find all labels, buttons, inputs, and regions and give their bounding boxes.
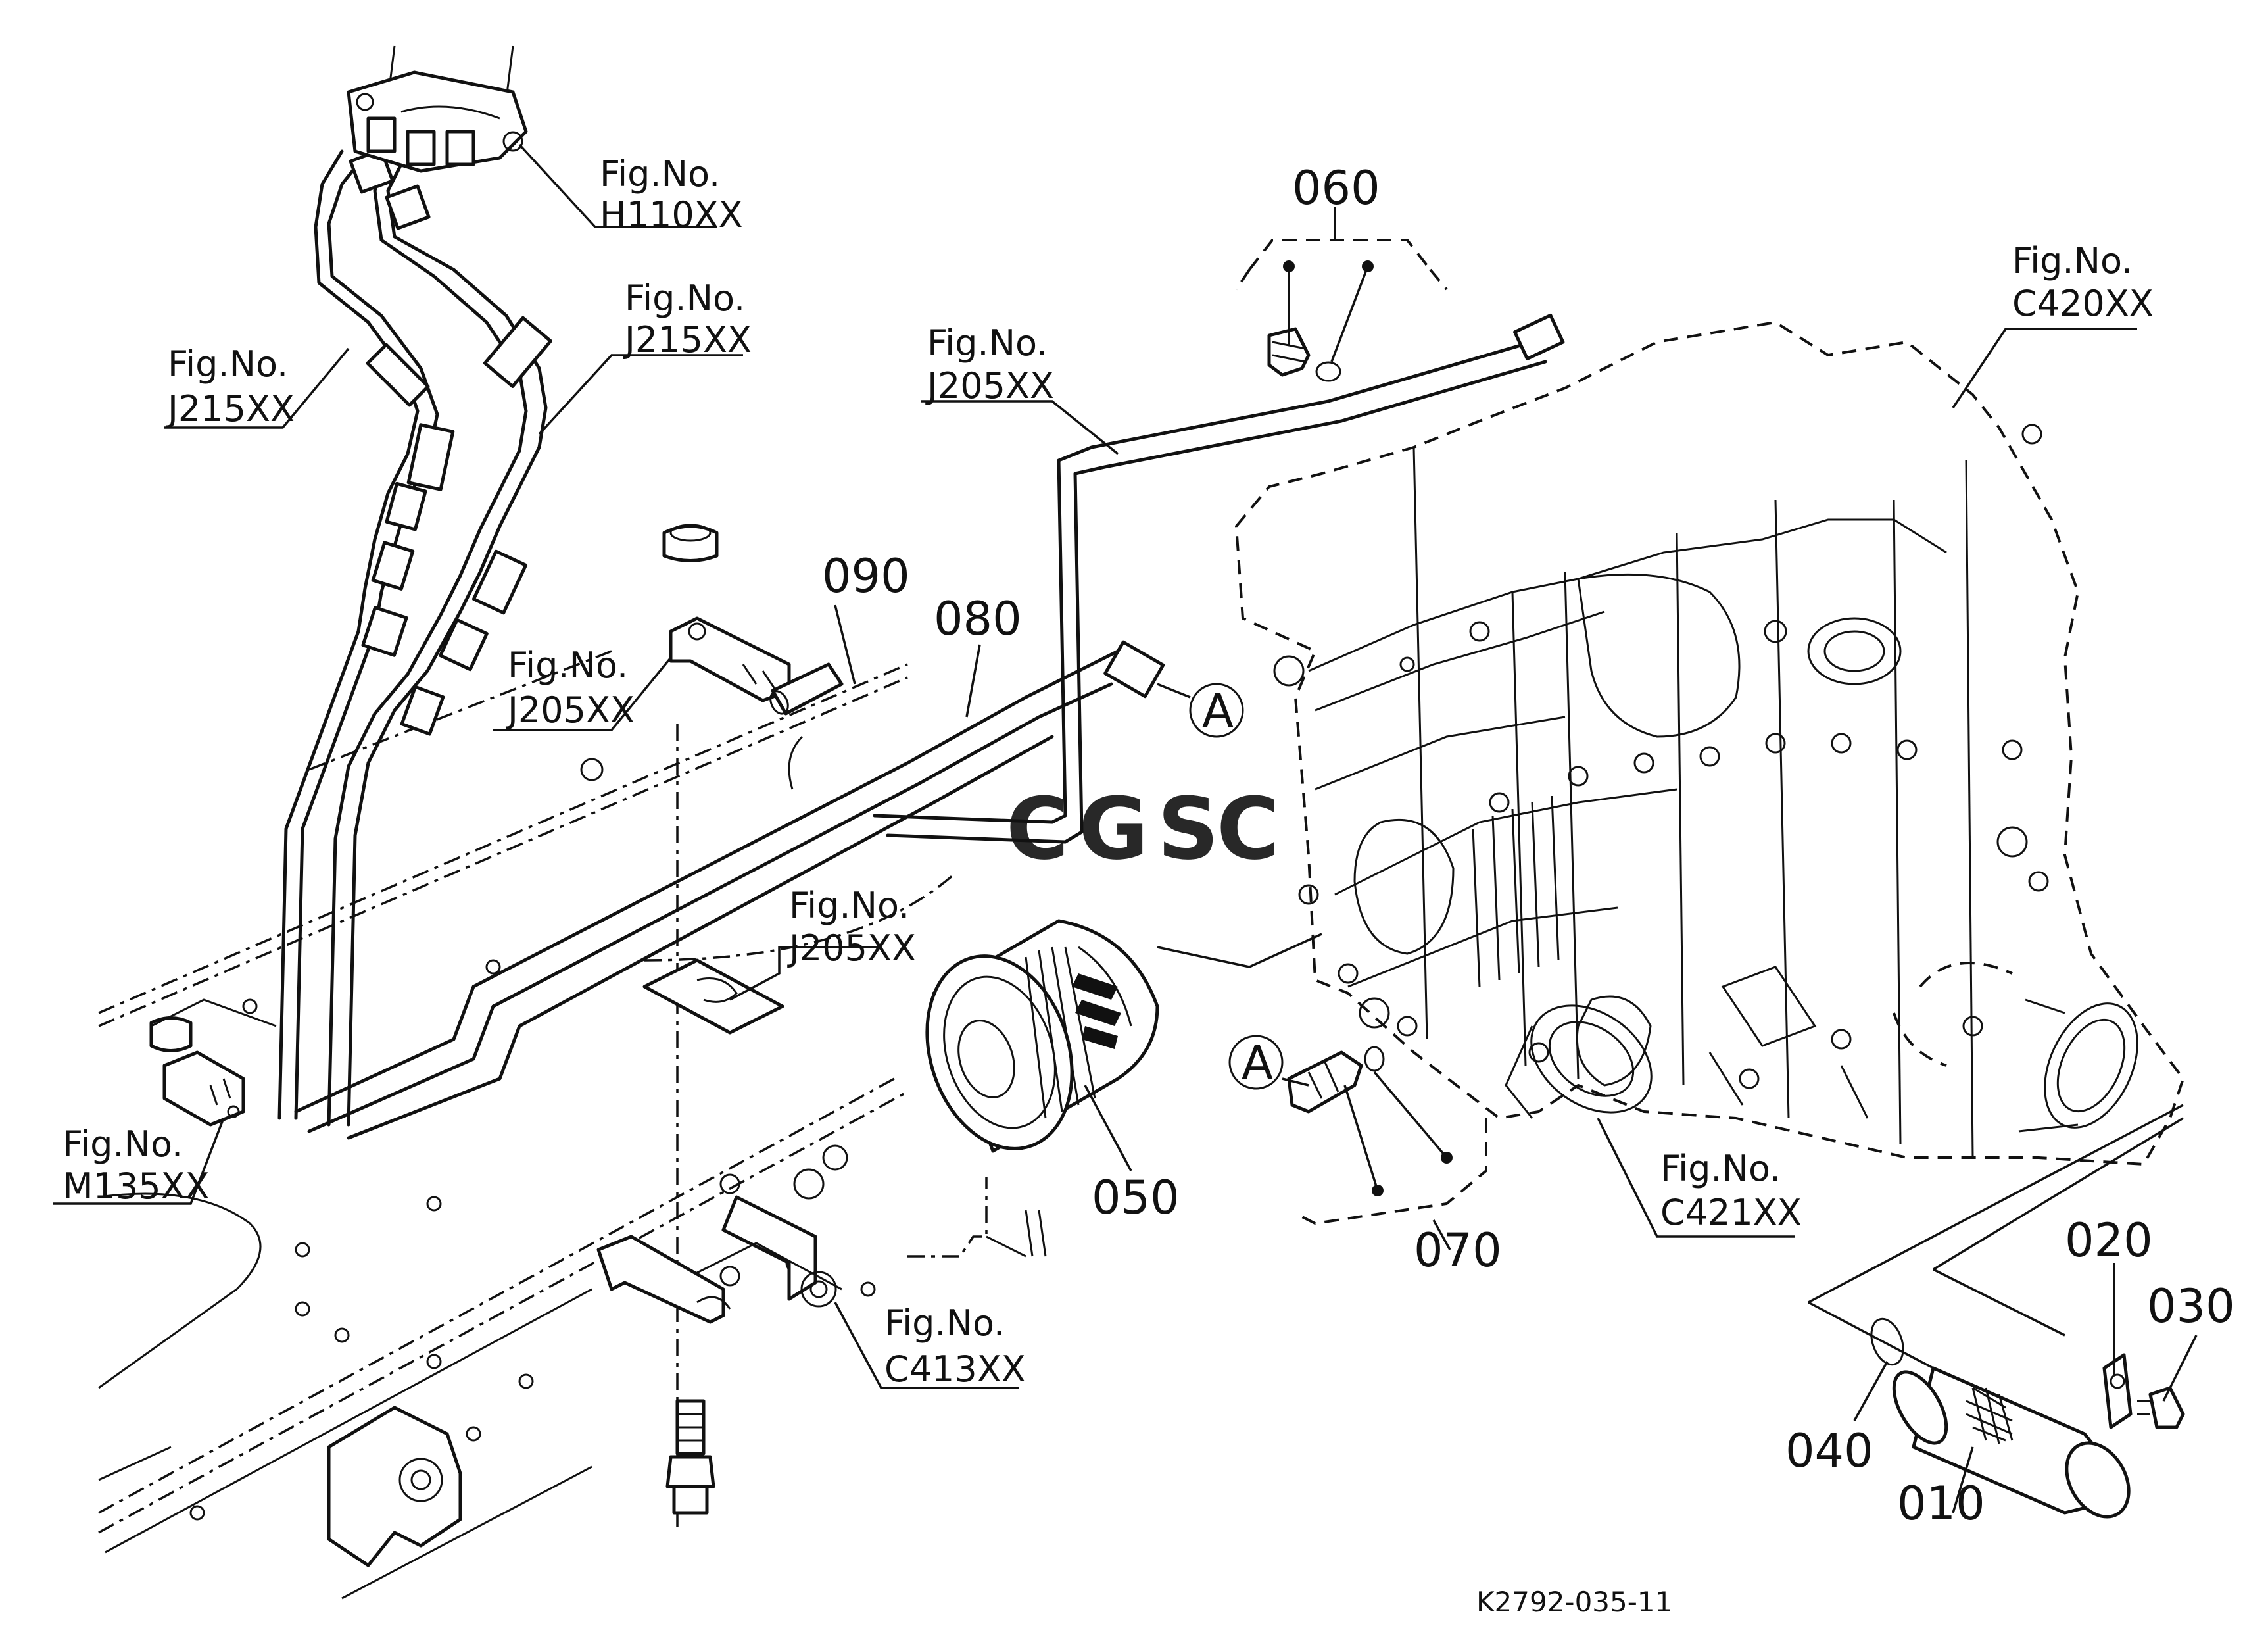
connection-mark-lower-circle: [1228, 1035, 1284, 1090]
plug-060: [1267, 327, 1341, 382]
fig-ref-j205-top-prefix: Fig.No.: [927, 322, 1048, 364]
fig-ref-h110-prefix: Fig.No.: [600, 153, 720, 195]
watermark-letter-2: G: [1078, 779, 1149, 879]
hydraulic-hoses: [277, 148, 552, 1127]
oil-pipe-080: [294, 640, 1165, 1140]
fig-ref-c413-code: C413XX: [884, 1348, 1026, 1390]
fig-ref-j205-top-code: J205XX: [925, 365, 1054, 406]
part-020: 020: [2065, 1214, 2153, 1267]
fig-ref-c421-code: C421XX: [1660, 1192, 1802, 1233]
fig-ref-j205-plate-code: J205XX: [787, 927, 916, 969]
fig-ref-j205-plate-prefix: Fig.No.: [789, 885, 909, 926]
oil-filter-050: [925, 919, 1159, 1153]
connection-marks: A A: [1189, 683, 1284, 1090]
leader-lines: [53, 143, 2198, 1513]
drawing-code: K2792-035-11: [1476, 1586, 1672, 1618]
part-050: 050: [1092, 1171, 1180, 1225]
suction-filter-010: [1892, 1366, 2131, 1519]
explode-boundaries: [1157, 933, 2184, 1369]
watermark-letter-4: C: [1217, 779, 1279, 879]
figure-reference-labels: Fig.No. H110XX Fig.No. J215XX Fig.No. J2…: [62, 153, 2154, 1390]
part-070: 070: [1414, 1223, 1502, 1277]
hydraulic-pump-top: [347, 45, 528, 173]
fig-ref-j215-left-prefix: Fig.No.: [168, 343, 288, 385]
part-090: 090: [822, 549, 910, 603]
part-number-labels: 010 020 030 040 050 060 070 080 090: [822, 161, 2235, 1531]
fig-ref-c420-code: C420XX: [2012, 283, 2154, 324]
part-010: 010: [1897, 1477, 1985, 1531]
plate-020: [2102, 1353, 2133, 1429]
connection-mark-upper-circle: [1189, 683, 1244, 738]
pipe-bracket: [662, 524, 791, 702]
fig-ref-j215-left-code: J215XX: [166, 388, 295, 430]
frame-mount-block: [327, 1406, 462, 1567]
fig-ref-m135-code: M135XX: [62, 1166, 210, 1207]
fig-ref-h110-code: H110XX: [600, 194, 743, 235]
fig-ref-j215-right-code: J215XX: [623, 319, 752, 360]
bottom-bolt: [665, 1399, 715, 1515]
connection-mark-lower: A: [1242, 1036, 1273, 1090]
part-060: 060: [1292, 161, 1380, 215]
part-080: 080: [934, 592, 1022, 646]
o-ring-040: [1870, 1317, 1904, 1366]
part-040: 040: [1785, 1424, 1873, 1478]
watermark: C G S C: [1006, 779, 1279, 879]
fig-ref-j205-bracket-prefix: Fig.No.: [508, 645, 628, 686]
watermark-letter-1: C: [1006, 779, 1069, 879]
spacer-090: [769, 662, 844, 790]
fig-ref-c421-prefix: Fig.No.: [1660, 1148, 1781, 1189]
fig-ref-c413-prefix: Fig.No.: [884, 1302, 1005, 1344]
mount-plate: [642, 958, 784, 1035]
fig-ref-c420-prefix: Fig.No.: [2012, 240, 2133, 282]
bolt-030: [2137, 1386, 2185, 1429]
fig-ref-m135-prefix: Fig.No.: [62, 1123, 183, 1165]
return-pipe: [873, 313, 1565, 844]
fig-ref-j205-bracket-code: J205XX: [506, 689, 635, 731]
part-030: 030: [2147, 1279, 2235, 1333]
transmission-case: [1234, 320, 2185, 1166]
connection-mark-upper: A: [1202, 684, 1234, 738]
frame-outline: [98, 650, 1047, 1600]
fig-ref-j215-right-prefix: Fig.No.: [625, 278, 745, 319]
union-fitting-070: [1287, 1046, 1385, 1114]
support-bracket-lower: [596, 1195, 842, 1324]
hose-clamp-left: [149, 998, 277, 1127]
watermark-letter-3: S: [1157, 779, 1219, 879]
